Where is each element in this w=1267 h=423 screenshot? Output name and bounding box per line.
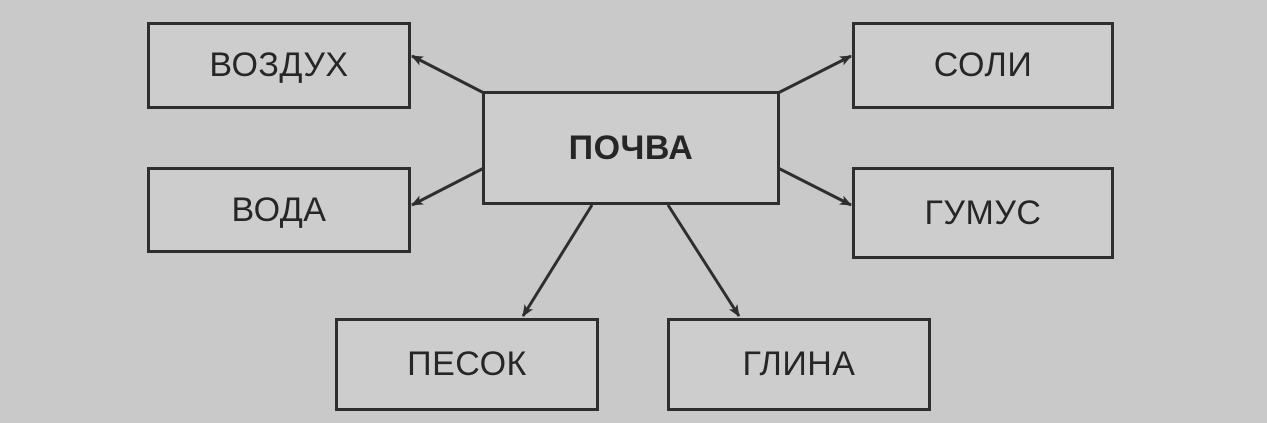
arrow-to-air xyxy=(411,54,485,95)
arrow-to-clay xyxy=(666,204,741,317)
node-label: ПОЧВА xyxy=(568,128,694,167)
node-soil-center: ПОЧВА xyxy=(482,91,780,205)
arrow-to-water xyxy=(411,166,485,207)
arrow-to-salts xyxy=(777,54,852,95)
arrow-to-humus xyxy=(777,166,852,207)
node-label: ВОЗДУХ xyxy=(209,46,349,84)
arrow-to-sand xyxy=(521,204,594,317)
node-label: ВОДА xyxy=(231,190,327,229)
node-sand: ПЕСОК xyxy=(335,318,599,411)
node-label: ГЛИНА xyxy=(742,345,856,383)
node-water: ВОДА xyxy=(147,167,411,253)
node-label: ПЕСОК xyxy=(407,345,527,383)
node-label: СОЛИ xyxy=(933,46,1033,84)
node-clay: ГЛИНА xyxy=(667,318,931,411)
node-label: ГУМУС xyxy=(924,193,1042,232)
node-air: ВОЗДУХ xyxy=(147,22,411,109)
node-humus: ГУМУС xyxy=(852,167,1114,259)
node-salts: СОЛИ xyxy=(852,22,1114,109)
